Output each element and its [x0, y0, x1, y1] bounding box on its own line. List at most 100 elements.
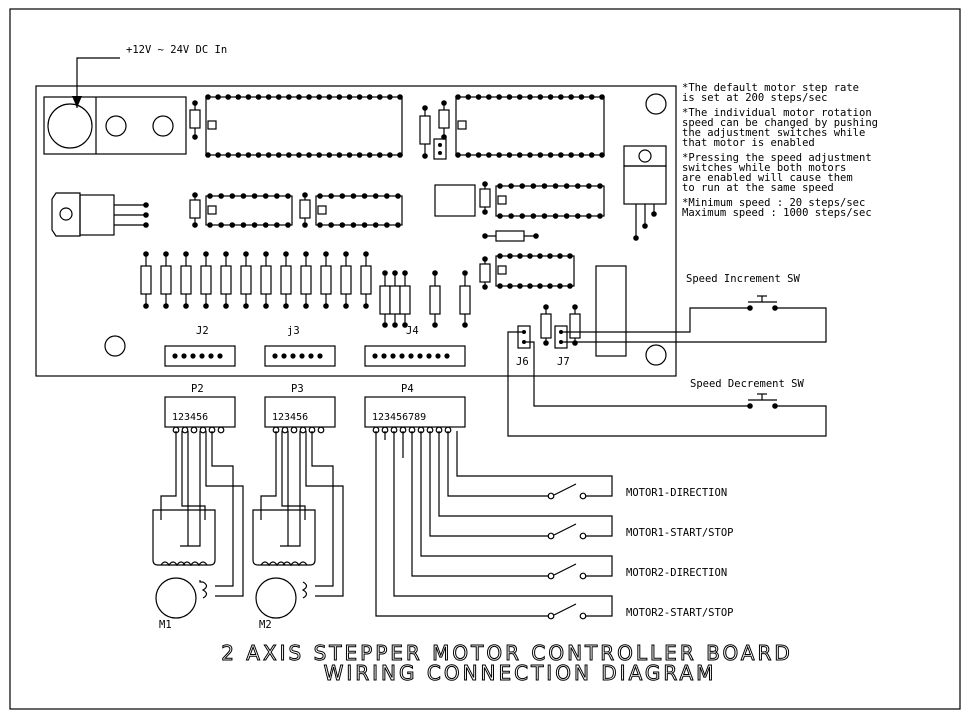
ic-pin — [262, 193, 269, 199]
ic-pin — [218, 222, 224, 228]
ic-pin — [527, 94, 533, 100]
ic-pin — [465, 152, 472, 158]
j3-label: j3 — [287, 325, 300, 337]
diagram-title-line1: 2 AXIS STEPPER MOTOR CONTROLLER BOARD — [221, 641, 793, 665]
p4-label: P4 — [401, 383, 414, 395]
ic-pin — [274, 222, 280, 228]
resistor — [240, 265, 252, 295]
voltage-regulator-right — [623, 145, 667, 241]
capacitor — [438, 100, 450, 140]
motor-switch: MOTOR2-START/STOP — [547, 603, 733, 620]
header-pin — [272, 353, 278, 359]
ic-pin — [507, 253, 513, 259]
p3-label: P3 — [291, 383, 304, 395]
ic-pin — [497, 253, 503, 259]
plug-p4: 123456789 — [364, 396, 466, 428]
speed-increment-label: Speed Increment SW — [686, 273, 800, 285]
ic-u2 — [455, 94, 605, 158]
pcb-board — [35, 85, 677, 377]
ic-pin — [251, 222, 258, 228]
ic-pin — [519, 183, 526, 189]
ic-pin — [296, 152, 302, 158]
ic-pin — [506, 152, 513, 158]
resistor — [419, 105, 431, 159]
ic-pin — [527, 283, 533, 289]
header-pin — [390, 353, 396, 359]
ic-pin — [225, 152, 232, 158]
ic-pin — [255, 152, 262, 158]
header-pin — [399, 353, 405, 359]
ic-pin — [563, 183, 570, 189]
ic-pin — [541, 183, 548, 189]
header-pin — [426, 353, 432, 359]
header-pin — [299, 353, 305, 359]
ic-pin — [547, 94, 554, 100]
speed-increment-switch — [747, 295, 778, 311]
plug-pin — [299, 426, 307, 434]
ic-u5 — [495, 183, 605, 219]
ic-pin — [207, 222, 213, 228]
note-line: is set at 200 steps/sec — [682, 92, 827, 104]
ic-pin — [557, 253, 563, 259]
header-pin — [199, 353, 205, 359]
j6-label: J6 — [516, 356, 529, 368]
ic-pin — [599, 94, 605, 100]
ic-pin — [557, 283, 563, 289]
resistor — [280, 265, 292, 295]
resistor — [220, 265, 232, 295]
p4-pin-numbers: 123456789 — [372, 412, 426, 423]
plug-p3: 123456 — [264, 396, 336, 428]
ic-pin — [486, 152, 492, 158]
page-frame — [9, 8, 961, 710]
pin1-marker — [457, 120, 467, 130]
ic-pin — [588, 152, 595, 158]
header-j4 — [364, 345, 466, 367]
motor2-wiring — [252, 431, 344, 599]
ic-pin — [547, 283, 553, 289]
header-pin — [217, 353, 223, 359]
ic-pin — [519, 213, 526, 219]
ic-pin — [356, 94, 363, 100]
plug-pin — [317, 426, 325, 434]
ic-pin — [205, 152, 211, 158]
ic-pin — [339, 193, 346, 199]
ic-pin — [286, 94, 292, 100]
ic-pin — [397, 94, 403, 100]
motor-switches: MOTOR1-DIRECTIONMOTOR1-START/STOPMOTOR2-… — [547, 483, 733, 620]
resistor — [340, 265, 352, 295]
capacitor — [299, 192, 311, 228]
ic-u1 — [205, 94, 403, 158]
ic-pin — [541, 213, 548, 219]
motor-switch-label: MOTOR2-DIRECTION — [626, 567, 727, 579]
ic-pin — [336, 152, 343, 158]
crystal-oscillator — [434, 184, 476, 217]
p2-pin-numbers: 123456 — [172, 412, 208, 423]
ic-pin — [552, 183, 559, 189]
ic-pin — [366, 152, 373, 158]
m2-label: M2 — [259, 619, 272, 631]
jumper-j7 — [554, 325, 568, 349]
ic-pin — [245, 152, 252, 158]
ic-pin — [265, 94, 272, 100]
ic-pin — [508, 213, 514, 219]
m1-label: M1 — [159, 619, 172, 631]
capacitor — [189, 192, 201, 228]
ic-pin — [586, 213, 592, 219]
ic-pin — [530, 213, 537, 219]
ic-pin — [537, 152, 544, 158]
ic-pin — [578, 152, 585, 158]
ic-pin — [326, 152, 333, 158]
ic-pin — [578, 94, 585, 100]
ic-pin — [558, 94, 564, 100]
motor-switch-label: MOTOR2-START/STOP — [626, 607, 733, 619]
ic-pin — [215, 94, 221, 100]
pin1-marker — [207, 120, 217, 130]
ic-pin — [588, 94, 595, 100]
header-pin — [381, 353, 387, 359]
ic-pin — [317, 222, 323, 228]
resistor — [482, 230, 539, 242]
ic-pin — [207, 193, 213, 199]
ic-pin — [597, 183, 603, 189]
ic-pin — [235, 152, 242, 158]
